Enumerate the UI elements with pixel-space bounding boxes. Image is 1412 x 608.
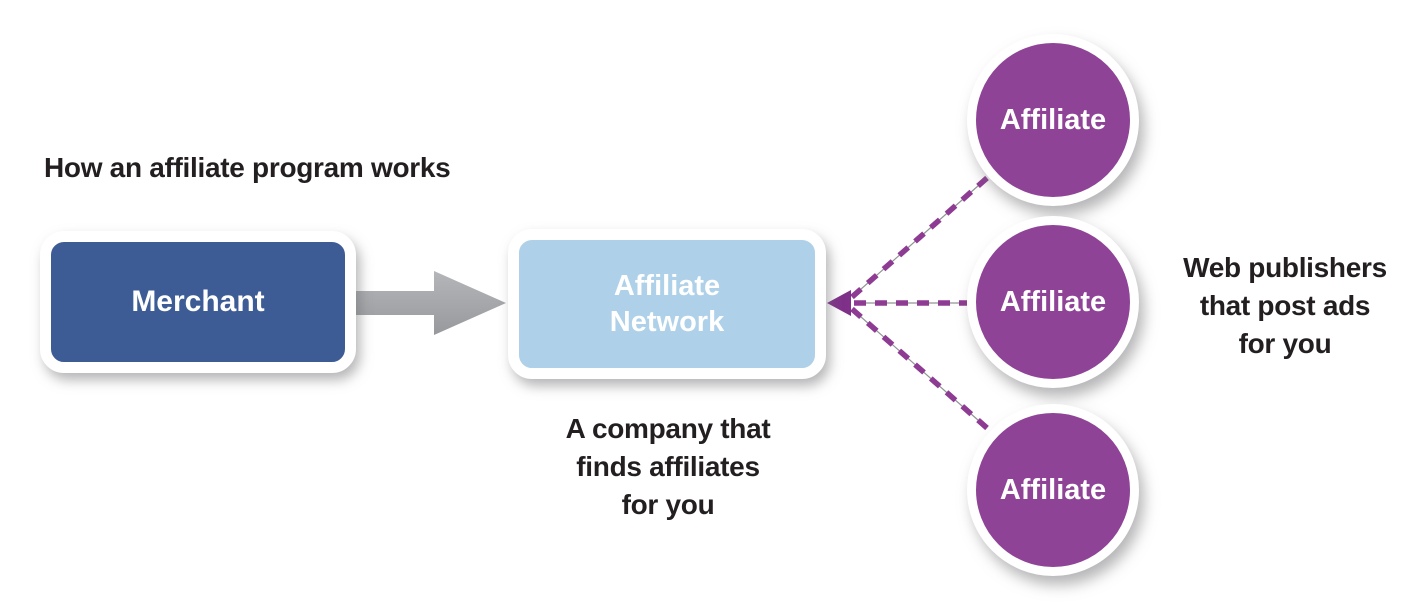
affiliate-node-2: Affiliate (967, 216, 1139, 388)
publishers-caption-line1: Web publishers (1183, 252, 1387, 283)
affiliate-network-node: Affiliate Network (508, 229, 826, 379)
network-caption-line1: A company that (565, 413, 771, 444)
publishers-caption: Web publishers that post ads for you (1156, 249, 1412, 363)
affiliate-node-1: Affiliate (967, 34, 1139, 206)
affiliate-label-3: Affiliate (999, 473, 1107, 506)
publishers-caption-line2: that post ads (1199, 290, 1371, 321)
merchant-node: Merchant (40, 231, 356, 373)
affiliate-network-label-line2: Network (609, 306, 725, 338)
merchant-to-network-arrow (350, 271, 506, 335)
publishers-caption-line3: for you (1238, 328, 1332, 359)
affiliate-network-caption: A company that finds affiliates for you (500, 410, 836, 524)
merchant-label: Merchant (131, 285, 265, 318)
affiliate-node-3: Affiliate (967, 404, 1139, 576)
network-caption-line3: for you (621, 489, 715, 520)
connector-arrowhead-icon (827, 290, 851, 316)
affiliate-network-label-line1: Affiliate (613, 270, 721, 302)
affiliate-label-2: Affiliate (999, 285, 1107, 318)
affiliate-label-1: Affiliate (999, 103, 1107, 136)
network-caption-line2: finds affiliates (576, 451, 760, 482)
diagram-title: How an affiliate program works (44, 152, 451, 183)
